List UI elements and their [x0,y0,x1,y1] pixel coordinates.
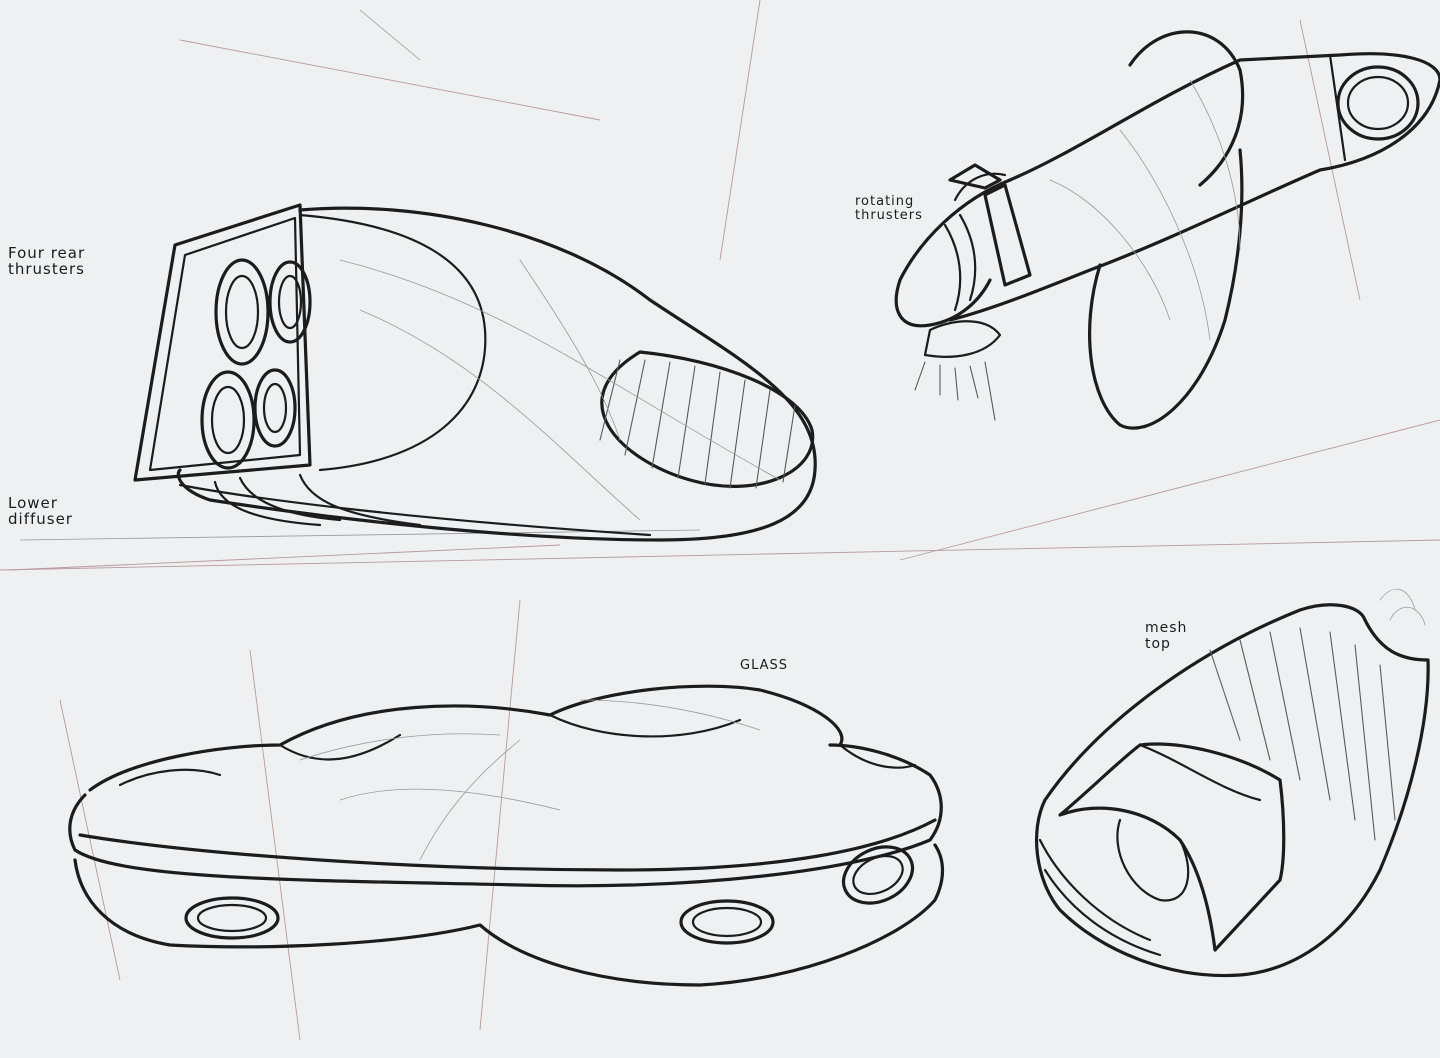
annotation-rear-thrusters: Four rear thrusters [8,244,86,278]
hovercraft-mesh-top-sketch [1035,588,1430,978]
mesh-top [1209,627,1396,841]
annotation-lower-diffuser: Lower diffuser [8,494,73,528]
hovercraft-top-view-sketch [894,30,1440,430]
rear-thrusters [200,258,312,470]
annotation-rotating-thrusters: rotating thrusters [855,194,923,223]
annotation-mesh-top: mesh top [1145,620,1188,652]
lower-ports [184,845,915,945]
hovercraft-rear-view-sketch [133,203,817,542]
annotation-glass: GLASS [740,658,789,673]
hovercraft-side-view-sketch [68,684,945,987]
rotation-arrow [953,172,1007,202]
